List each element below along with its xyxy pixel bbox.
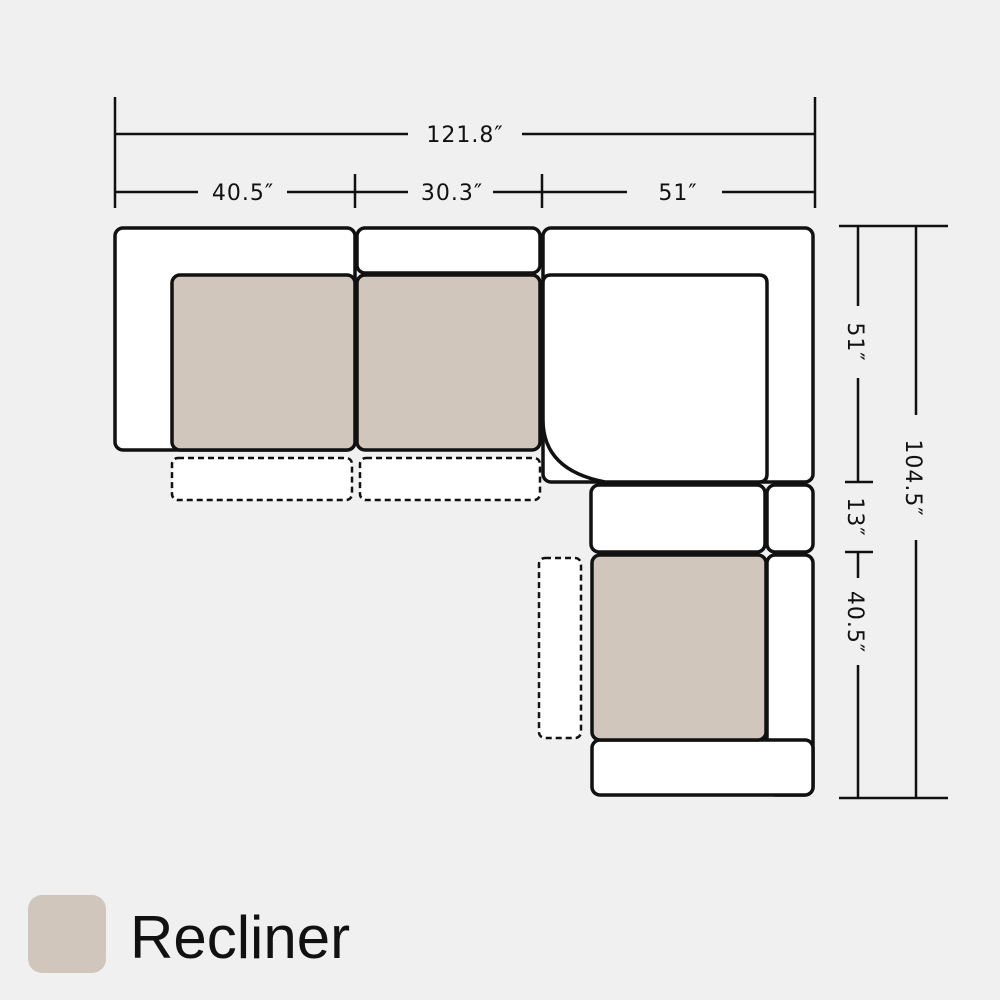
total-depth-label: 104.5″ — [900, 439, 925, 516]
seat-bottom-depth-label: 40.5″ — [842, 591, 867, 653]
recliner-seat — [590, 553, 768, 742]
seat-middle-width-label: 30.3″ — [421, 181, 483, 206]
recliner-seat — [355, 273, 542, 452]
legend-label: Recliner — [130, 904, 350, 971]
connector-section — [589, 483, 815, 554]
recliner-swatch — [28, 895, 106, 973]
corner-width-label: 51″ — [658, 181, 697, 206]
recliner-seat — [170, 273, 357, 452]
bottom-recliner-section — [590, 553, 815, 797]
legend: Recliner — [28, 895, 350, 973]
total-width-label: 121.8″ — [426, 123, 503, 148]
corner-depth-label: 51″ — [842, 322, 867, 361]
corner-section — [541, 226, 815, 484]
extended-footrests — [170, 456, 583, 740]
depth-dimensions: 104.5″ 51″ 13″ 40.5″ — [839, 224, 948, 800]
middle-recliner-section — [355, 226, 542, 452]
left-recliner-section — [113, 226, 357, 452]
seat-left-width-label: 40.5″ — [212, 181, 274, 206]
connector-depth-label: 13″ — [842, 497, 867, 536]
width-dimensions: 121.8″ 40.5″ 30.3″ 51″ — [113, 97, 817, 208]
